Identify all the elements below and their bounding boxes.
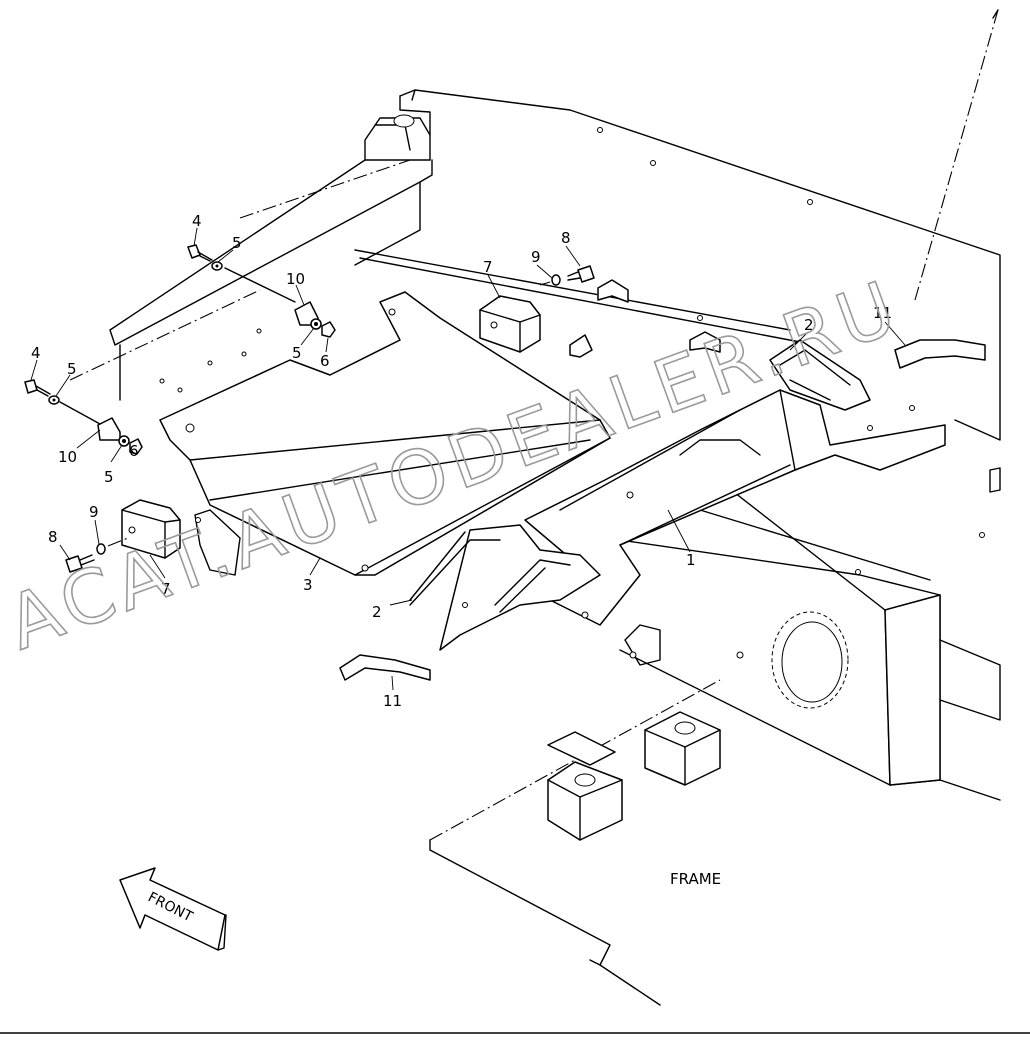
callout-7-upper: 7 bbox=[483, 258, 493, 276]
frame-label: FRAME bbox=[670, 870, 721, 888]
callout-4-lower: 4 bbox=[31, 344, 41, 362]
upper-frame-rail bbox=[69, 89, 1001, 441]
callout-4-upper: 4 bbox=[192, 212, 202, 230]
cover-plate-3 bbox=[159, 291, 611, 576]
callout-6-upper: 6 bbox=[320, 352, 330, 370]
frame-base bbox=[429, 679, 721, 1006]
callout-5-mid-lower: 5 bbox=[104, 468, 114, 486]
rubber-strip-11-upper bbox=[894, 339, 986, 369]
bracket-7-lower bbox=[121, 499, 181, 559]
seal-2-lower bbox=[409, 524, 601, 651]
callout-7-lower: 7 bbox=[161, 580, 171, 598]
leader-line-top bbox=[914, 9, 999, 301]
rubber-strip-11-lower bbox=[339, 654, 431, 681]
duct-bracket-1 bbox=[524, 389, 946, 626]
callout-8-upper: 8 bbox=[561, 229, 571, 247]
callout-5-mid-upper: 5 bbox=[292, 344, 302, 362]
bolt-8-upper bbox=[539, 265, 595, 286]
small-clips bbox=[97, 279, 721, 441]
lower-frame-body bbox=[619, 449, 1001, 801]
bolt-4-upper bbox=[187, 244, 296, 303]
callout-11-lower: 11 bbox=[383, 692, 402, 710]
leader-tip bbox=[992, 9, 999, 19]
callout-10-lower: 10 bbox=[58, 448, 77, 466]
callout-1: 1 bbox=[686, 551, 696, 569]
callout-2-lower: 2 bbox=[372, 603, 382, 621]
callout-5-upper: 5 bbox=[232, 234, 242, 252]
callout-2-upper: 2 bbox=[804, 316, 814, 334]
washer-5-lower bbox=[48, 395, 60, 405]
callout-numbers: 1 2 2 3 4 4 5 5 5 5 6 6 7 7 8 8 9 9 10 1… bbox=[31, 212, 892, 710]
bracket-7-upper bbox=[479, 295, 541, 353]
callout-3: 3 bbox=[303, 576, 313, 594]
callout-9-lower: 9 bbox=[89, 503, 99, 521]
nuts-5-6 bbox=[118, 318, 336, 455]
callout-leaders bbox=[30, 227, 906, 691]
callout-11-upper: 11 bbox=[873, 304, 892, 322]
callout-6-lower: 6 bbox=[129, 442, 139, 460]
front-arrow: FRONT bbox=[119, 867, 227, 951]
callout-10-upper: 10 bbox=[286, 270, 305, 288]
callout-5-lower: 5 bbox=[67, 360, 77, 378]
bolt-4-lower bbox=[24, 379, 101, 425]
callout-9-upper: 9 bbox=[531, 248, 541, 266]
washer-5-upper bbox=[211, 261, 223, 271]
callout-8-lower: 8 bbox=[48, 528, 58, 546]
